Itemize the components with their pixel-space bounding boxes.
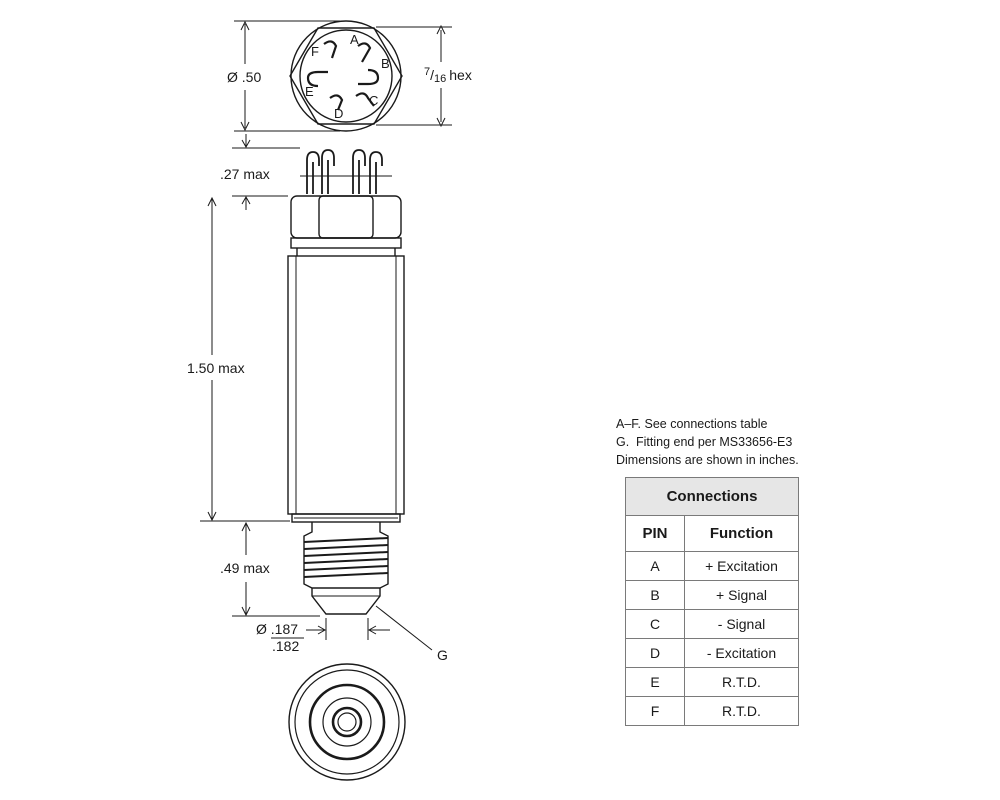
hex-nut bbox=[290, 195, 402, 239]
function-cell: R.T.D. bbox=[684, 667, 799, 697]
side-dimension-lines bbox=[200, 134, 433, 651]
pin-letters: A B C D E F bbox=[305, 32, 390, 121]
connector-end-view bbox=[289, 20, 403, 132]
table-row: E R.T.D. bbox=[625, 667, 799, 697]
pin-b-contact bbox=[358, 68, 380, 86]
column-header-pin: PIN bbox=[625, 515, 685, 552]
pin-label-d: D bbox=[334, 106, 343, 121]
note-line-3: Dimensions are shown in inches. bbox=[616, 453, 799, 467]
function-cell: - Signal bbox=[684, 609, 799, 639]
pin-label-c: C bbox=[369, 93, 378, 108]
function-cell: R.T.D. bbox=[684, 696, 799, 726]
dimension-diameter-top bbox=[234, 20, 340, 132]
pin-cell: E bbox=[625, 667, 685, 697]
pin-cell: D bbox=[625, 638, 685, 668]
fitting-end-view bbox=[288, 663, 406, 781]
pin-height-label: .27 max bbox=[220, 166, 270, 182]
drawing-notes: A–F. See connections table G. Fitting end… bbox=[616, 415, 836, 469]
table-row: C - Signal bbox=[625, 609, 799, 639]
pin-label-a: A bbox=[350, 32, 359, 47]
hex-outline bbox=[289, 27, 403, 125]
hex-numerator: 7 bbox=[424, 66, 430, 78]
pin-e-contact bbox=[306, 70, 328, 88]
connector-inner-circle bbox=[299, 29, 393, 123]
threaded-fitting bbox=[303, 522, 389, 589]
diameter-top-label: Ø .50 bbox=[227, 69, 261, 85]
pin-contacts bbox=[306, 40, 380, 111]
note-line-2: G. Fitting end per MS33656-E3 bbox=[616, 433, 836, 451]
table-row: F R.T.D. bbox=[625, 696, 799, 726]
hex-fraction-slash: / bbox=[430, 67, 434, 83]
connector-pins bbox=[300, 149, 392, 194]
table-row: D - Excitation bbox=[625, 638, 799, 668]
function-cell: - Excitation bbox=[684, 638, 799, 668]
pin-cell: A bbox=[625, 551, 685, 581]
connector-outer-circle bbox=[290, 20, 402, 132]
hex-denominator: 16 bbox=[434, 73, 446, 85]
fitting-tip bbox=[311, 588, 381, 615]
pin-label-f: F bbox=[311, 44, 319, 59]
connections-table-title: Connections bbox=[625, 477, 799, 516]
connections-table: Connections PIN Function A + Excitation … bbox=[625, 477, 799, 726]
pin-label-e: E bbox=[305, 84, 314, 99]
sensor-side-view bbox=[287, 149, 405, 615]
fitting-length-label: .49 max bbox=[220, 560, 270, 576]
note-line-2-text: Fitting end per MS33656-E3 bbox=[636, 435, 793, 449]
note-line-1: A–F. See connections table bbox=[616, 417, 768, 431]
pin-label-b: B bbox=[381, 56, 390, 71]
pin-a-contact bbox=[357, 42, 372, 63]
sensor-body bbox=[287, 255, 405, 515]
dimension-hex bbox=[376, 24, 452, 128]
pin-cell: F bbox=[625, 696, 685, 726]
pin-cell: B bbox=[625, 580, 685, 610]
function-cell: + Signal bbox=[684, 580, 799, 610]
body-length-label: 1.50 max bbox=[187, 360, 245, 376]
note-line-2-key: G. bbox=[616, 435, 630, 449]
hex-word: hex bbox=[449, 67, 472, 83]
table-row: B + Signal bbox=[625, 580, 799, 610]
pin-d-contact bbox=[329, 94, 344, 111]
port-diameter-upper-label: Ø .187 bbox=[256, 621, 298, 637]
pin-f-contact bbox=[323, 40, 338, 59]
pin-cell: C bbox=[625, 609, 685, 639]
pin-c-contact bbox=[355, 92, 375, 107]
table-row: A + Excitation bbox=[625, 551, 799, 581]
column-header-function: Function bbox=[684, 515, 799, 552]
thread-lines bbox=[303, 537, 389, 578]
function-cell: + Excitation bbox=[684, 551, 799, 581]
fitting-callout-label: G bbox=[437, 647, 448, 663]
port-diameter-lower-label: .182 bbox=[272, 638, 299, 654]
